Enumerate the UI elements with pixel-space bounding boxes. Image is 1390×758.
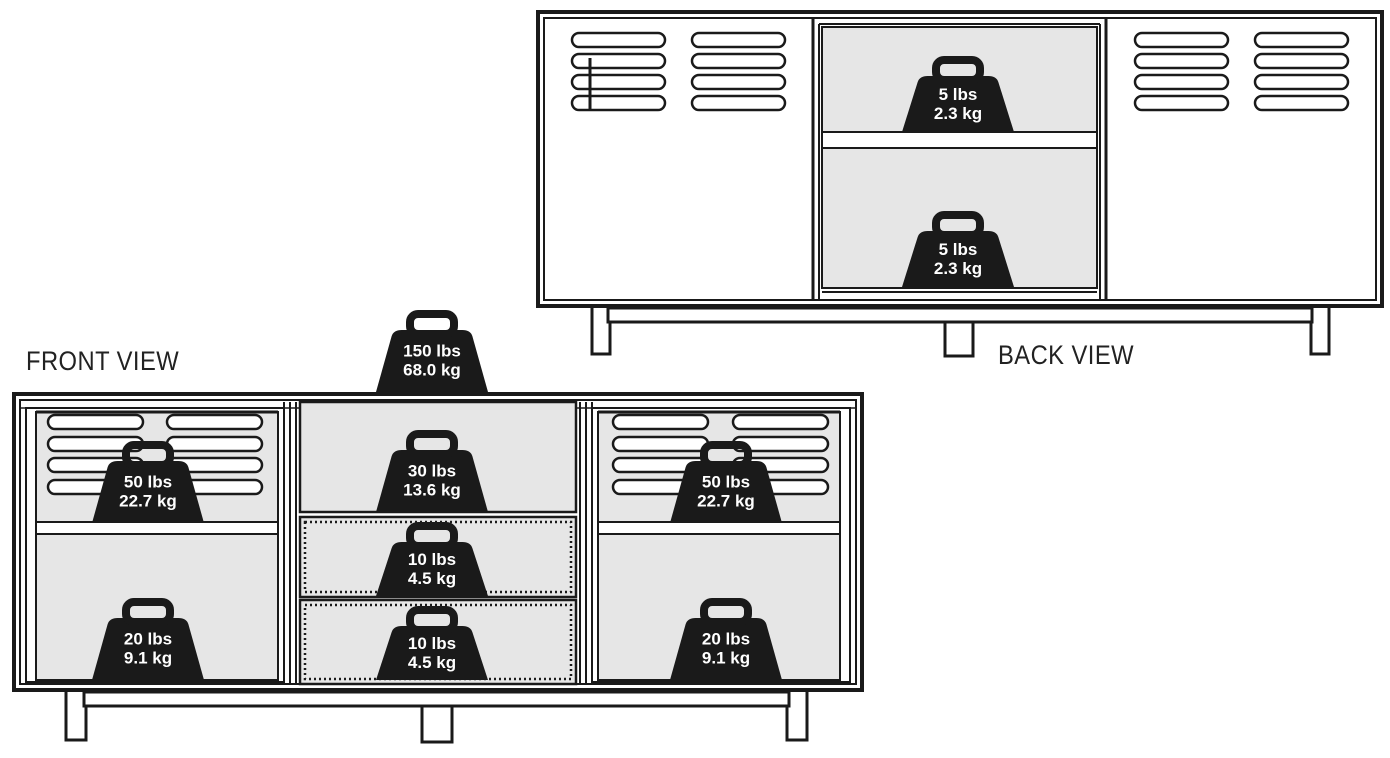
back-stretcher [606, 306, 1314, 324]
weight-body [376, 330, 488, 392]
weight-handle [122, 441, 174, 469]
weight-kg-label: 22.7 kg [697, 492, 755, 511]
weight-handle [932, 56, 984, 84]
weight-handle [406, 522, 458, 550]
weight-body [376, 626, 488, 680]
back-leg-right [1309, 304, 1331, 356]
weight-handle [932, 211, 984, 239]
weight-kg-label: 22.7 kg [119, 492, 177, 511]
weight-body [670, 461, 782, 523]
front-stretcher [82, 690, 791, 708]
back-right-vent-slots [1133, 31, 1350, 112]
front-left-shelf [35, 521, 279, 535]
weight-kg-label: 4.5 kg [408, 569, 456, 588]
weight-kg-label: 9.1 kg [702, 649, 750, 668]
weight-handle [122, 598, 174, 626]
front-view-label: FRONT VIEW [26, 346, 180, 376]
weight-handle [406, 310, 458, 338]
weight-lbs-label: 30 lbs [408, 462, 456, 481]
weight-kg-label: 2.3 kg [934, 104, 982, 123]
weight-body [376, 450, 488, 512]
weight-lbs-label: 150 lbs [403, 342, 461, 361]
weight-kg-label: 9.1 kg [124, 649, 172, 668]
back-view-cabinet [536, 10, 1384, 358]
weight-kg-label: 68.0 kg [403, 361, 461, 380]
weight-body [92, 461, 204, 523]
weight-lbs-label: 20 lbs [702, 630, 750, 649]
front-right-shelf [597, 521, 841, 535]
weight-lbs-label: 10 lbs [408, 634, 456, 653]
weight-body [92, 618, 204, 680]
weight-kg-label: 4.5 kg [408, 653, 456, 672]
weight-kg-label: 13.6 kg [403, 481, 461, 500]
weight-handle [406, 430, 458, 458]
back-view-label: BACK VIEW [998, 340, 1134, 370]
weight-lbs-label: 20 lbs [124, 630, 172, 649]
weight-handle [406, 606, 458, 634]
weight-handle [700, 441, 752, 469]
weight-lbs-label: 50 lbs [702, 473, 750, 492]
weight-body [376, 542, 488, 596]
back-center-shelf [821, 131, 1098, 149]
weight-lbs-label: 5 lbs [939, 240, 978, 259]
weight-body [902, 231, 1014, 287]
weight-kg-label: 2.3 kg [934, 259, 982, 278]
weight-lbs-label: 10 lbs [408, 550, 456, 569]
weight-handle [700, 598, 752, 626]
weight-lbs-label: 50 lbs [124, 473, 172, 492]
weight-body [670, 618, 782, 680]
weight-lbs-label: 5 lbs [939, 85, 978, 104]
weight-body [902, 76, 1014, 132]
back-left-vent-slots [570, 31, 787, 112]
